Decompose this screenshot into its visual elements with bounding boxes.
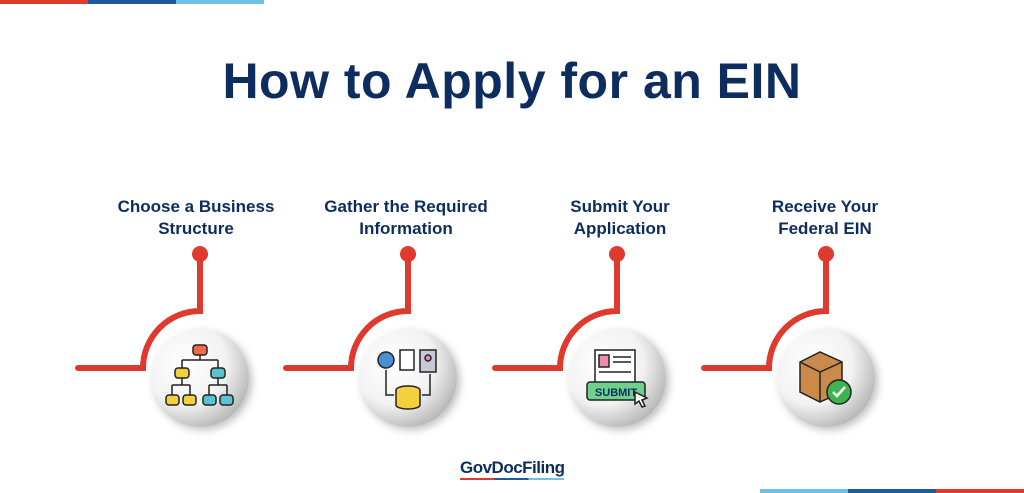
top-stripe-red: [0, 0, 88, 4]
bottom-stripe-lightblue: [760, 489, 848, 493]
step-4-connector: [704, 246, 875, 427]
bottom-stripe-red: [936, 489, 1024, 493]
step-3-connector: SUBMIT: [495, 246, 666, 427]
submit-text: SUBMIT: [595, 387, 637, 399]
govdocfiling-logo: GovDocFiling: [460, 458, 565, 477]
top-stripe-lightblue: [176, 0, 264, 4]
org-chart-icon: [165, 344, 234, 406]
logo-underline: [460, 478, 564, 480]
bottom-stripe-blue: [848, 489, 936, 493]
package-check-icon: [799, 351, 852, 405]
top-stripe-blue: [88, 0, 176, 4]
page-title: How to Apply for an EIN: [222, 53, 802, 109]
submit-form-icon: SUBMIT: [586, 349, 649, 408]
step-1-connector: [78, 246, 249, 427]
documents-database-icon: [377, 349, 437, 410]
step-2-connector: [286, 246, 457, 427]
